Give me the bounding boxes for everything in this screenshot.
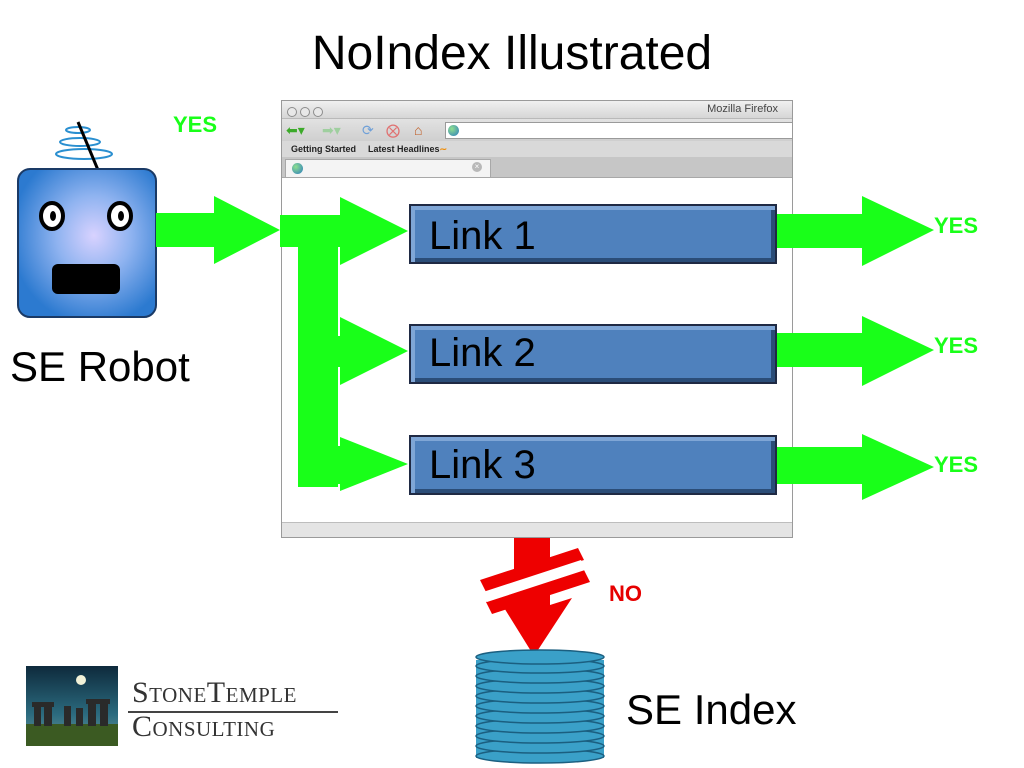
link-box-3[interactable]: Link 3: [409, 435, 777, 495]
close-dot-icon[interactable]: [287, 107, 297, 117]
logo-line-1: StoneTemple: [132, 676, 297, 709]
tab-strip: ×: [282, 157, 792, 178]
index-no-label: NO: [609, 581, 642, 606]
browser-titlebar: Mozilla Firefox: [282, 101, 792, 119]
se-index-label: SE Index: [626, 686, 797, 733]
home-icon[interactable]: ⌂: [414, 122, 423, 138]
out-arrow-1: [777, 196, 934, 266]
logo-line-2: Consulting: [132, 710, 276, 743]
branch-arrow-3: [298, 437, 408, 491]
se-index-database-icon: [475, 649, 605, 764]
robot-arrow: [156, 196, 280, 264]
link-3-yes-label: YES: [934, 452, 979, 477]
link-2-yes-label: YES: [934, 333, 979, 358]
browser-tab[interactable]: ×: [285, 159, 491, 177]
back-arrow-icon[interactable]: ⬅▾: [286, 122, 305, 138]
globe-icon: [448, 125, 459, 136]
bookmarks-bar: Getting Started Latest Headlines∼: [282, 141, 792, 157]
minimize-dot-icon[interactable]: [300, 107, 310, 117]
link-1-yes-label: YES: [934, 213, 979, 238]
zoom-dot-icon[interactable]: [313, 107, 323, 117]
link-2-label: Link 2: [429, 331, 536, 375]
link-box-1[interactable]: Link 1: [409, 204, 777, 264]
url-bar[interactable]: [445, 122, 792, 139]
link-1-label: Link 1: [429, 214, 536, 258]
rss-icon: ∼: [439, 144, 448, 154]
logo-rule: [128, 711, 338, 713]
block-bar-2: [486, 570, 590, 614]
slide-title: NoIndex Illustrated: [311, 27, 713, 80]
reload-icon[interactable]: ⟳: [362, 122, 374, 138]
bookmark-getting-started[interactable]: Getting Started: [291, 144, 357, 154]
stop-icon[interactable]: ⨂: [386, 122, 400, 138]
browser-toolbar: ⬅▾ ➡▾ ⟳ ⨂ ⌂: [282, 119, 792, 141]
status-bar: [282, 522, 792, 537]
out-arrow-2: [777, 316, 934, 386]
se-robot-label: SE Robot: [10, 343, 190, 390]
link-3-label: Link 3: [429, 443, 536, 487]
branch-arrow-1: [280, 197, 408, 265]
branch-arrow-2: [298, 317, 408, 385]
tab-globe-icon: [292, 163, 303, 174]
block-bar-1: [480, 548, 584, 592]
stonetemple-logo-icon: [26, 666, 118, 746]
forward-arrow-icon[interactable]: ➡▾: [322, 122, 341, 138]
out-arrow-3: [777, 434, 934, 500]
robot-yes-label: YES: [173, 112, 218, 137]
tab-close-icon[interactable]: ×: [472, 162, 482, 172]
bookmark-latest-headlines[interactable]: Latest Headlines: [368, 144, 440, 154]
link-box-2[interactable]: Link 2: [409, 324, 777, 384]
window-title: Mozilla Firefox: [707, 103, 778, 115]
